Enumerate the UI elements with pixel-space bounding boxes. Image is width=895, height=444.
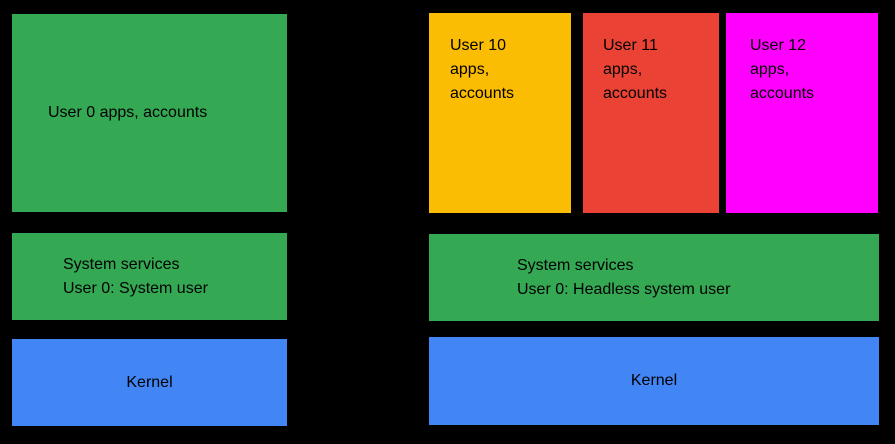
right-user12-line3: accounts (750, 85, 815, 102)
left-system-services-line2: User 0: System user (63, 279, 208, 297)
left-kernel-box: Kernel (12, 339, 287, 426)
right-user11-apps-text: User 11 apps, accounts (603, 34, 711, 106)
right-user10-apps-text: User 10 apps, accounts (450, 34, 563, 106)
right-user10-line1: User 10 (450, 37, 507, 54)
right-user11-line3: accounts (603, 85, 668, 102)
right-system-services-text: System services User 0: Headless system … (517, 254, 730, 302)
right-user12-apps-text: User 12 apps, accounts (750, 34, 870, 106)
right-user12-line1: User 12 (750, 37, 807, 54)
left-kernel-label: Kernel (126, 373, 173, 391)
right-kernel-label: Kernel (630, 372, 678, 389)
right-user12-apps-box: User 12 apps, accounts (726, 13, 878, 213)
right-user11-line2: apps, (603, 61, 643, 78)
right-user11-line1: User 11 (603, 37, 658, 54)
left-user0-apps-label: User 0 apps, accounts (48, 104, 208, 121)
left-user0-apps-box: User 0 apps, accounts (12, 14, 287, 212)
right-user12-line2: apps, (750, 61, 790, 78)
right-system-services-box: System services User 0: Headless system … (429, 234, 879, 321)
right-kernel-box: Kernel (429, 337, 879, 425)
left-system-services-line1: System services (63, 255, 180, 273)
right-user10-apps-box: User 10 apps, accounts (429, 13, 571, 213)
right-user11-apps-box: User 11 apps, accounts (583, 13, 719, 213)
right-system-services-line1: System services (517, 256, 634, 274)
right-system-services-line2: User 0: Headless system user (517, 280, 731, 298)
left-system-services-box: System services User 0: System user (12, 233, 287, 320)
left-system-services-text: System services User 0: System user (63, 253, 208, 301)
right-user10-line3: accounts (450, 85, 515, 102)
right-user10-line2: apps, (450, 61, 490, 78)
